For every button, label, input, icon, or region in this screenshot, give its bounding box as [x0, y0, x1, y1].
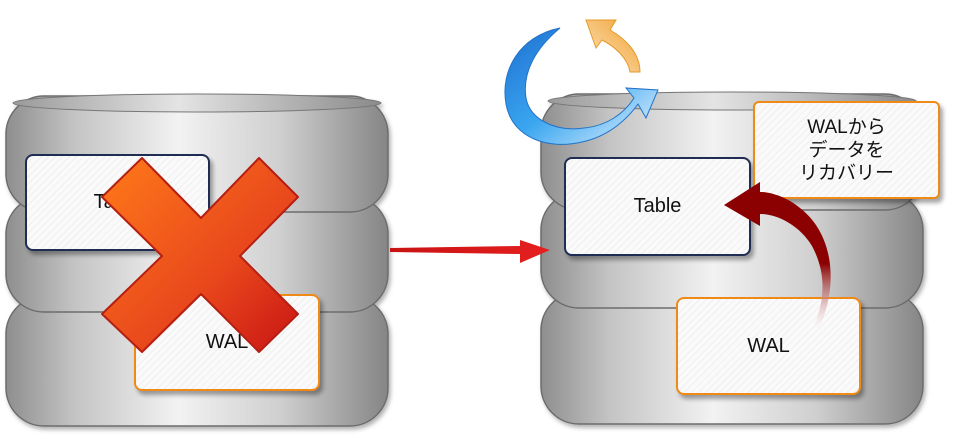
- left-table-box: Table: [25, 154, 210, 251]
- right-table-box: Table: [564, 157, 751, 256]
- left-table-label: Table: [93, 191, 142, 213]
- transition-arrow-icon: [390, 240, 550, 263]
- right-table-label: Table: [633, 195, 682, 217]
- recovery-note-box: WALから データを リカバリー: [753, 101, 940, 199]
- right-wal-label: WAL: [747, 334, 790, 357]
- recovery-note-label: WALから データを リカバリー: [798, 116, 894, 184]
- right-wal-box: WAL: [676, 297, 861, 395]
- left-wal-label: WAL: [205, 331, 249, 353]
- left-wal-box: WAL: [134, 294, 320, 391]
